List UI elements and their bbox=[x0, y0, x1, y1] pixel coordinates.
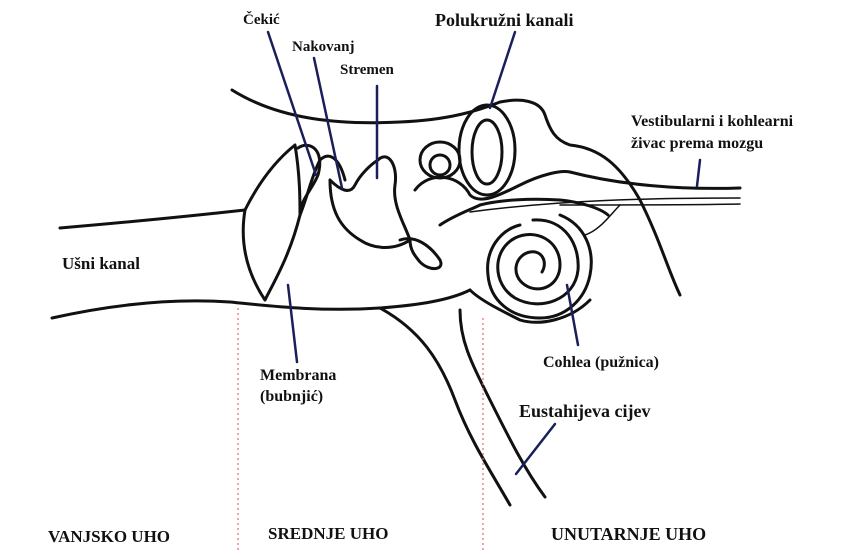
section-vanjsko-uho: VANJSKO UHO bbox=[48, 527, 171, 546]
semicircular-canal-inner bbox=[470, 118, 504, 186]
tympanic-region bbox=[241, 154, 347, 302]
section-unutarnje-uho: UNUTARNJE UHO bbox=[551, 524, 707, 544]
label-membrana-line1: Membrana bbox=[260, 367, 337, 384]
ear-canal-upper-wall bbox=[58, 143, 302, 230]
semicircular-canal-lateral-inner bbox=[428, 153, 452, 177]
eustachian-tube-inner bbox=[458, 308, 547, 499]
semicircular-canal-outer bbox=[457, 103, 517, 197]
pointer-cohlea bbox=[565, 283, 580, 347]
label-vestibularni-line1: Vestibularni i kohlearni bbox=[631, 113, 794, 130]
eustachian-tube-outer bbox=[378, 306, 512, 507]
label-nakovanj: Nakovanj bbox=[292, 39, 355, 55]
label-eustahijeva-cijev: Eustahijeva cijev bbox=[519, 401, 651, 421]
pointer-polukruzni bbox=[488, 30, 517, 110]
stapes-outline bbox=[398, 237, 443, 270]
semicircular-canal-lateral bbox=[418, 140, 462, 180]
nerve-branch bbox=[584, 204, 621, 236]
label-stremen: Stremen bbox=[340, 62, 394, 78]
label-cekic: Čekić bbox=[243, 12, 280, 28]
cochlea-spiral bbox=[496, 218, 580, 306]
nerve-lower bbox=[559, 203, 741, 206]
nerve-upper bbox=[568, 170, 742, 190]
pointer-usni-kanal bbox=[286, 283, 299, 364]
pointer-vestibularni bbox=[695, 158, 702, 188]
ear-canal-lower-wall bbox=[50, 288, 472, 320]
label-usni-kanal: Ušni kanal bbox=[62, 254, 140, 273]
pointer-cekic bbox=[266, 30, 318, 177]
nerve-middle bbox=[469, 197, 741, 213]
pointer-nakovanj bbox=[312, 56, 344, 190]
label-polukruzni-kanali: Polukružni kanali bbox=[435, 10, 574, 30]
label-membrana-line2: (bubnjić) bbox=[260, 388, 324, 405]
cochlea-outer bbox=[486, 213, 593, 320]
pointer-eustahijeva bbox=[514, 422, 557, 476]
label-vestibularni-line2: živac prema mozgu bbox=[631, 135, 764, 152]
incus-outline bbox=[328, 155, 412, 249]
vestibule-lower bbox=[438, 197, 610, 227]
label-cohlea: Cohlea (pužnica) bbox=[543, 354, 659, 371]
temporal-bone-top bbox=[230, 88, 682, 297]
section-srednje-uho: SREDNJE UHO bbox=[268, 524, 389, 543]
malleus-outline bbox=[296, 143, 322, 217]
